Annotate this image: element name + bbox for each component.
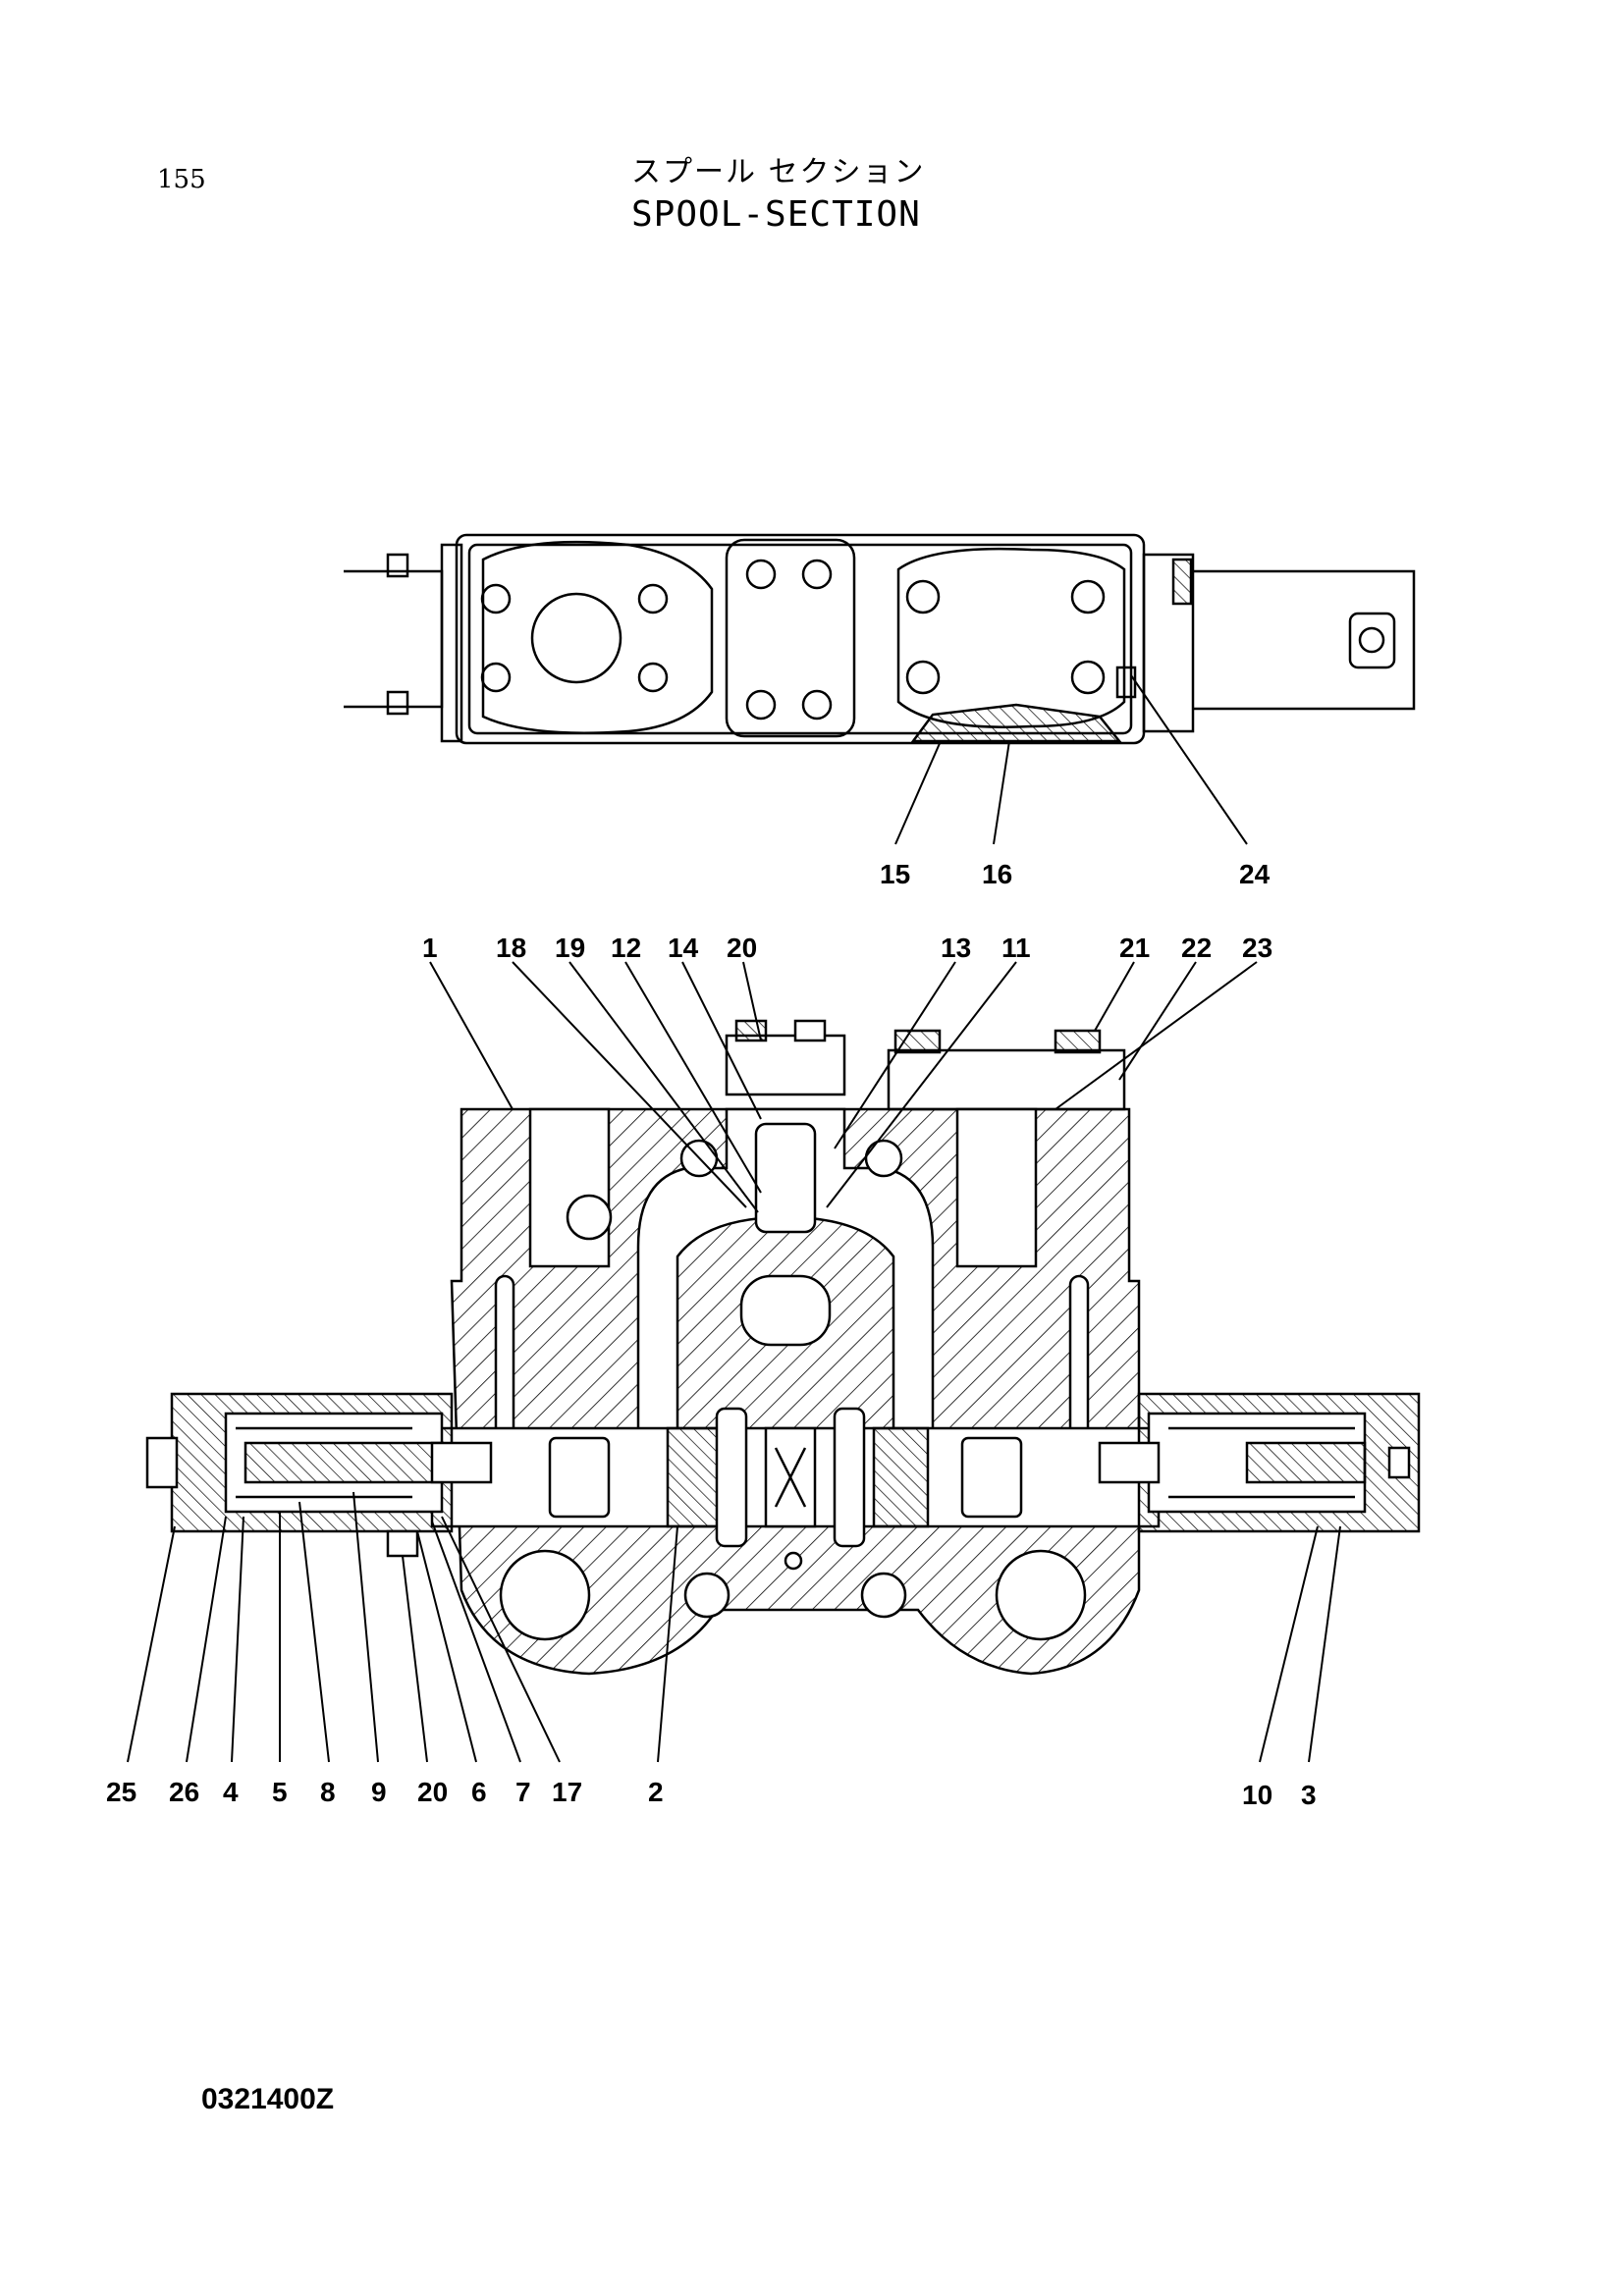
port-cavity-right <box>955 1107 1038 1268</box>
drawing-code: 0321400Z <box>201 2083 335 2115</box>
end-bolt-left <box>145 1436 179 1489</box>
top-flange-right <box>896 547 1126 728</box>
callout-22: 22 <box>1181 933 1212 963</box>
spring-left <box>236 1426 412 1499</box>
cap-plug <box>734 1019 768 1042</box>
cap-plug <box>893 1029 942 1054</box>
top-flange-left <box>481 540 714 734</box>
top-left-shaft <box>344 569 444 709</box>
spool-groove <box>715 1407 748 1548</box>
drill-hole-icon <box>860 1572 907 1619</box>
top-left-flange <box>440 543 463 743</box>
cap-plug <box>1054 1029 1102 1054</box>
callout-8: 8 <box>320 1777 336 1807</box>
callout-1: 1 <box>422 933 438 963</box>
top-view <box>344 533 1416 745</box>
bottom-port-right <box>995 1549 1087 1641</box>
callout-11: 11 <box>1001 933 1031 963</box>
top-right-lug <box>1348 612 1396 669</box>
callout-15: 15 <box>880 859 910 889</box>
top-right-plug <box>1171 558 1193 606</box>
spool-land-hatched <box>872 1426 930 1528</box>
callout-7: 7 <box>515 1777 531 1807</box>
callout-12: 12 <box>611 933 641 963</box>
spool-land-hatched <box>666 1426 724 1528</box>
callout-18: 18 <box>496 933 526 963</box>
top-leaders <box>894 674 1248 845</box>
top-left-cap-upper <box>386 553 409 578</box>
section-leaders-bottom <box>127 1491 1341 1763</box>
top-fitting <box>1115 666 1137 699</box>
page-number: 155 <box>157 165 206 194</box>
callout-19: 19 <box>555 933 585 963</box>
callout-16: 16 <box>982 859 1012 889</box>
callout-21: 21 <box>1119 933 1150 963</box>
end-plug-right <box>1387 1446 1411 1479</box>
stopper-right <box>1098 1441 1161 1484</box>
callout-5: 5 <box>272 1777 288 1807</box>
title-japanese: スプール セクション <box>631 155 926 189</box>
callout-14: 14 <box>668 933 699 963</box>
callout-4: 4 <box>223 1777 239 1807</box>
top-valve-body-inner <box>467 543 1133 735</box>
bolt-hole-icon <box>637 583 669 614</box>
callout-26: 26 <box>169 1777 199 1807</box>
bolt-head-icon <box>1070 579 1106 614</box>
callout-24: 24 <box>1239 859 1271 889</box>
callout-13: 13 <box>941 933 971 963</box>
spring-right <box>1168 1426 1355 1499</box>
callout-20-bottom: 20 <box>417 1777 448 1807</box>
pin-hole-icon <box>1358 626 1385 654</box>
spring-guide-left <box>243 1441 444 1484</box>
callout-20: 20 <box>727 933 757 963</box>
cap-block-left <box>725 1034 846 1096</box>
callout-10: 10 <box>1242 1780 1272 1810</box>
drill-hole-icon <box>864 1139 903 1178</box>
bolt-hole-icon <box>480 583 512 614</box>
top-right-shaft <box>1193 569 1416 711</box>
side-slot <box>494 1274 515 1445</box>
callout-23: 23 <box>1242 933 1272 963</box>
bolt-head-icon <box>745 559 777 590</box>
section-leaders-top <box>429 961 1258 1213</box>
top-cutaway-hatch <box>910 703 1122 743</box>
bolt-head-icon <box>1070 660 1106 695</box>
bolt-hole-icon <box>637 662 669 693</box>
drill-hole-icon <box>784 1551 803 1571</box>
spring-guide-right <box>1245 1441 1367 1484</box>
top-middle-plate <box>725 538 856 738</box>
drill-hole-icon <box>683 1572 730 1619</box>
bolt-head-icon <box>801 689 833 721</box>
port-hole-icon <box>530 592 622 684</box>
callout-9: 9 <box>371 1777 387 1807</box>
stopper-left <box>430 1441 493 1484</box>
callout-25: 25 <box>106 1777 136 1807</box>
spool-land <box>548 1436 611 1519</box>
bottom-port-left <box>499 1549 591 1641</box>
top-left-cap-lower <box>386 690 409 716</box>
callout-6: 6 <box>471 1777 487 1807</box>
spool-land <box>960 1436 1023 1519</box>
spool-groove <box>833 1407 866 1548</box>
bolt-head-icon <box>801 559 833 590</box>
port-cavity-left <box>528 1107 611 1268</box>
fitting-left <box>386 1529 419 1558</box>
bolt-head-icon <box>905 660 941 695</box>
spool-center-mark <box>774 1447 807 1508</box>
cap-block-right <box>887 1048 1126 1111</box>
side-slot <box>1068 1274 1090 1445</box>
callout-2: 2 <box>648 1777 664 1807</box>
bolt-hole-icon <box>480 662 512 693</box>
cap-plug <box>793 1019 827 1042</box>
bolt-head-icon <box>905 579 941 614</box>
section-view <box>145 1019 1421 1676</box>
bolt-head-icon <box>745 689 777 721</box>
callout-3: 3 <box>1301 1780 1317 1810</box>
center-pocket <box>739 1274 832 1347</box>
title-english: SPOOL-SECTION <box>631 194 921 235</box>
check-poppet <box>754 1122 817 1234</box>
callout-17: 17 <box>552 1777 582 1807</box>
drill-hole-icon <box>566 1194 613 1241</box>
